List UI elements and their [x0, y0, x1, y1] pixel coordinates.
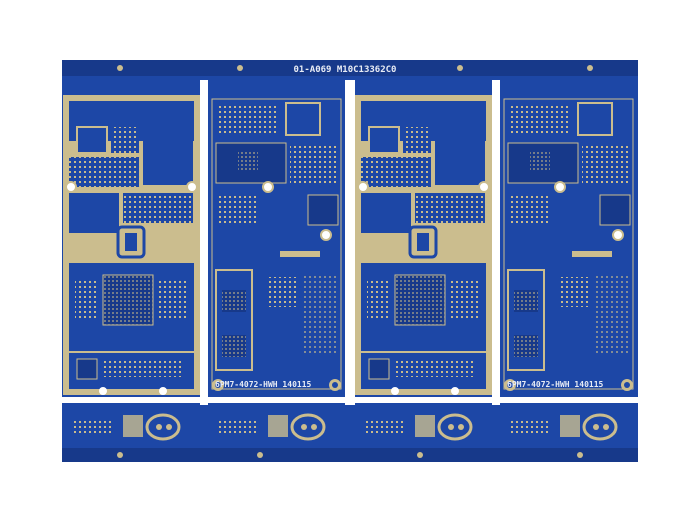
connector-strip — [498, 403, 639, 447]
panel-top-marking: 01-A069 M10C13362C0 — [294, 65, 397, 75]
connector-strip — [206, 403, 347, 447]
circuit-board-a2 — [353, 93, 494, 397]
circuit-board-a1 — [61, 93, 202, 397]
board-marking: 6PM7-4072-HWH 140115 — [215, 380, 312, 389]
connector-strip — [61, 403, 202, 447]
circuit-board-b2 — [499, 94, 638, 396]
board-marking: 6PM7-4072-HWH 140115 — [507, 380, 604, 389]
connector-strip — [353, 403, 494, 447]
circuit-board-b1 — [207, 94, 346, 396]
